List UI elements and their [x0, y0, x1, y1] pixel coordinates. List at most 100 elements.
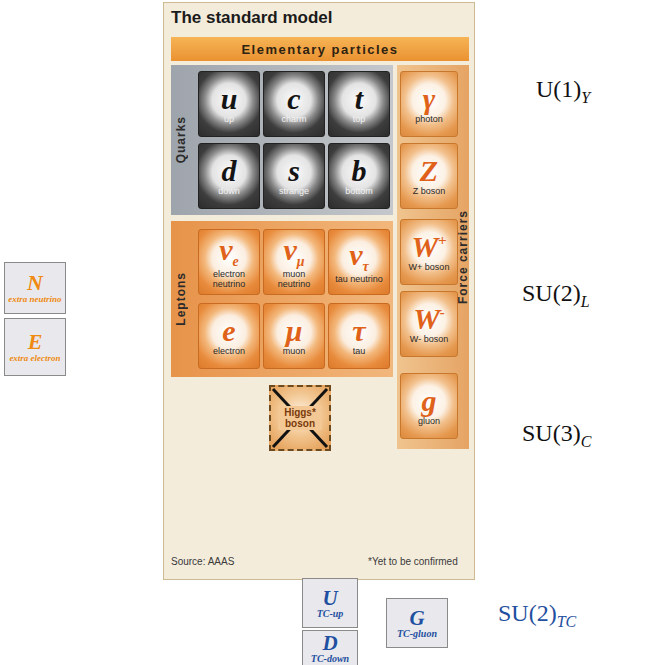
particle-tile: Higgs* boson — [269, 385, 331, 451]
particle-symbol-line: μ — [286, 316, 303, 346]
particle-tile: bbottom — [328, 143, 390, 209]
particle-tile: ggluon — [400, 373, 458, 439]
particle-name: tau — [353, 346, 366, 356]
group-band: Force carriersγphotonZZ bosonW+W+ bosonW… — [397, 65, 469, 449]
particle-name: bottom — [345, 186, 373, 196]
particle-name: electron — [213, 346, 245, 356]
particle-symbol-line: G — [409, 608, 424, 628]
particle-symbol: Z — [420, 154, 438, 187]
particle-tile: γphoton — [400, 71, 458, 137]
gauge-index: TC — [557, 613, 577, 630]
particle-symbol: W — [411, 230, 438, 263]
particle-name: W- boson — [410, 334, 448, 344]
gauge-group-label: SU(3)C — [522, 420, 591, 451]
group-label: Quarks — [174, 116, 188, 163]
cross-line — [273, 389, 327, 447]
particle-symbol: e — [222, 314, 235, 347]
particle-name: charm — [281, 114, 306, 124]
particle-name: gluon — [418, 416, 440, 426]
header-band: Elementary particles — [171, 37, 469, 61]
particle-symbol: ν — [219, 233, 232, 266]
particle-tile: sstrange — [263, 143, 325, 209]
gauge-group: SU(2) — [498, 600, 557, 626]
note-text: Source: AAAS — [171, 556, 234, 567]
particle-symbol: μ — [286, 314, 303, 347]
particle-symbol-line: N — [27, 272, 43, 294]
gauge-index: C — [581, 433, 592, 450]
particle-tile: ντtau neutrino — [328, 229, 390, 295]
particle-symbol: E — [28, 329, 43, 354]
particle-name: TC-down — [311, 653, 349, 664]
particle-symbol: γ — [423, 82, 435, 115]
particle-symbol: W — [413, 302, 440, 335]
particle-name: extra electron — [9, 353, 60, 363]
particle-tile: ttop — [328, 71, 390, 137]
particle-symbol: c — [287, 82, 300, 115]
particle-symbol-line: c — [287, 84, 300, 114]
particle-tile: τtau — [328, 303, 390, 369]
particle-symbol-line: W- — [413, 304, 445, 334]
particle-tile: eelectron — [198, 303, 260, 369]
particle-name: muon — [283, 346, 306, 356]
particle-symbol-line: γ — [423, 84, 435, 114]
symbol-index: τ — [363, 259, 369, 274]
particle-symbol-line: Z — [420, 156, 438, 186]
particle-symbol: d — [222, 154, 237, 187]
group-label-holder: Force carriers — [457, 65, 469, 449]
particle-symbol-line: D — [322, 633, 337, 653]
particle-symbol: U — [322, 586, 337, 610]
particle-symbol-line: τ — [352, 316, 365, 346]
panel-card: The standard modelElementary particlesQu… — [163, 2, 475, 580]
particle-symbol-line: νμ — [283, 235, 304, 269]
particle-tile: W-W- boson — [400, 291, 458, 357]
cross-line — [273, 389, 327, 447]
particle-symbol-line: d — [222, 156, 237, 186]
note-text: *Yet to be confirmed — [368, 556, 458, 567]
particle-symbol: t — [355, 82, 363, 115]
symbol-index: μ — [297, 254, 305, 269]
particle-name: extra neutrino — [8, 294, 61, 304]
technicolor-box: UTC-up — [302, 578, 358, 628]
particle-symbol: g — [422, 384, 437, 417]
particle-symbol: N — [27, 270, 43, 295]
particle-tile: νeelectron neutrino — [198, 229, 260, 295]
particle-symbol-line: W+ — [411, 232, 446, 262]
gauge-group: SU(3) — [522, 420, 581, 446]
extra-particle-box: Nextra neutrino — [4, 262, 66, 314]
particle-symbol: D — [322, 631, 337, 655]
gauge-group-label: U(1)Y — [536, 76, 590, 107]
particle-name: Higgs* boson — [278, 406, 322, 430]
group-label-holder: Quarks — [173, 65, 189, 215]
particle-symbol: τ — [352, 314, 365, 347]
gauge-index: L — [581, 293, 590, 310]
symbol-index: - — [440, 304, 445, 320]
particle-name: Z boson — [413, 186, 446, 196]
particle-symbol-line: t — [355, 84, 363, 114]
particle-name: tau neutrino — [335, 274, 383, 284]
particle-symbol-line: s — [288, 156, 300, 186]
particle-symbol-line: νe — [219, 235, 239, 269]
group-label: Leptons — [174, 272, 188, 326]
particle-tile: uup — [198, 71, 260, 137]
particle-name: muon neutrino — [266, 269, 322, 289]
particle-name: electron neutrino — [201, 269, 257, 289]
particle-symbol: s — [288, 154, 300, 187]
gauge-group-label: SU(2)TC — [498, 600, 576, 631]
particle-symbol-line: U — [322, 588, 337, 608]
group-label: Force carriers — [456, 210, 470, 304]
particle-name: photon — [415, 114, 443, 124]
particle-tile: ddown — [198, 143, 260, 209]
group-band: Leptonsνeelectron neutrinoνμmuon neutrin… — [171, 221, 393, 377]
particle-tile: μmuon — [263, 303, 325, 369]
particle-name: down — [218, 186, 240, 196]
particle-symbol-line: g — [422, 386, 437, 416]
particle-name: W+ boson — [409, 262, 450, 272]
particle-symbol: u — [221, 82, 238, 115]
gauge-group: SU(2) — [522, 280, 581, 306]
particle-symbol-line: b — [352, 156, 367, 186]
particle-tile: ccharm — [263, 71, 325, 137]
technicolor-box: GTC-gluon — [386, 598, 448, 648]
particle-symbol: b — [352, 154, 367, 187]
particle-name: TC-gluon — [397, 628, 437, 639]
